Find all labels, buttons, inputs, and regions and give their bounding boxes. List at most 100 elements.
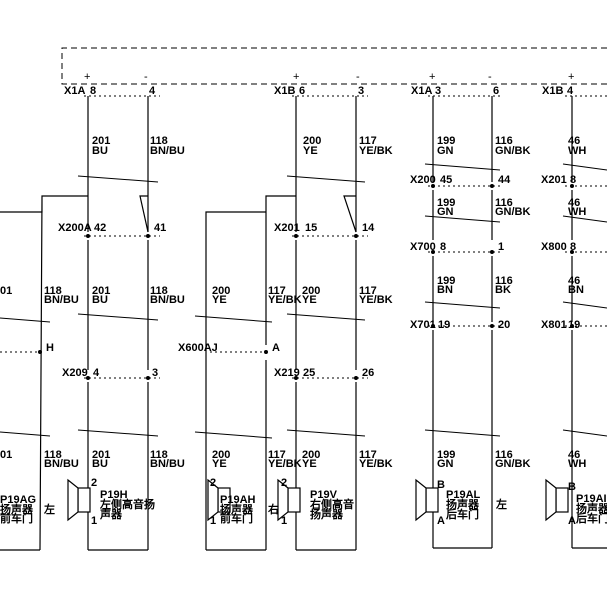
wire-number: 117	[359, 135, 377, 147]
wire	[87, 96, 573, 232]
connector-label: X201	[274, 222, 300, 234]
speaker-name: 后车门	[446, 507, 479, 521]
wire-color: YE	[212, 458, 227, 470]
branch-loop	[0, 195, 149, 551]
wire-number: 116	[495, 275, 513, 287]
wire-color: YE/BK	[359, 294, 393, 306]
speaker-name: 扬声器	[446, 497, 480, 511]
wire	[0, 360, 607, 551]
wire-number: 118	[150, 449, 168, 461]
speaker-icon	[415, 478, 439, 522]
pin-h-label: H	[46, 342, 54, 354]
connector-label: X800	[541, 241, 567, 253]
connector-pin: 25	[303, 367, 315, 379]
wire-number: 118	[150, 135, 168, 147]
wire-number: 46	[568, 197, 580, 209]
wire-number: 200	[212, 449, 230, 461]
top-conn-label: X1A	[411, 85, 432, 97]
speaker-name: 声器	[99, 507, 123, 521]
speaker-code: P19H	[100, 489, 128, 501]
wire-number: 117	[359, 285, 377, 297]
speaker-name: 扬声器	[576, 501, 607, 515]
speaker-name: 前车门	[0, 511, 33, 525]
wire-number: 200	[303, 135, 321, 147]
speaker-name: 前车门	[220, 511, 253, 525]
wire-color: YE/BK	[359, 145, 393, 157]
wire-color: GN/BK	[495, 145, 531, 157]
module-outline	[61, 47, 607, 85]
connector-pin: 15	[305, 222, 317, 234]
wire-color: YE	[303, 145, 318, 157]
wire-color: GN/BK	[495, 206, 531, 218]
top-conn-label: X1B	[274, 85, 295, 97]
connector-pin: 4	[93, 367, 100, 379]
connector-label: X200	[410, 174, 436, 186]
speaker-icon	[67, 478, 91, 522]
branch-loop	[205, 195, 357, 550]
connector-label: X200A	[58, 222, 92, 234]
wire-color: BU	[92, 294, 108, 306]
speaker-name: 左侧高音扬	[99, 497, 155, 511]
wire-number: 201	[92, 135, 110, 147]
wire-color: BN/BU	[150, 294, 185, 306]
wire-color: GN	[437, 206, 454, 218]
wire-number: 116	[495, 135, 513, 147]
wire-color: BN	[568, 284, 584, 296]
wire-color: GN/BK	[495, 458, 531, 470]
wire-number: 199	[437, 449, 455, 461]
connector-pin: A	[272, 342, 280, 354]
speaker-code: P19AH	[220, 494, 256, 506]
wire-number: 200	[212, 285, 230, 297]
speaker-name: 扬声器	[310, 507, 344, 521]
connector-pin: 45	[440, 174, 452, 186]
minus-sign: -	[356, 71, 360, 83]
wire-number: 118	[150, 285, 168, 297]
speaker-pin: B	[568, 481, 576, 493]
plus-sign: +	[84, 71, 90, 83]
wire-number: 116	[495, 449, 513, 461]
speaker-code: P19V	[310, 489, 338, 501]
wire-number: 200	[302, 285, 320, 297]
wire-number: 199	[437, 135, 455, 147]
speaker-pin: B	[437, 479, 445, 491]
connector-label: X219	[274, 367, 300, 379]
speaker-pin: A	[437, 515, 445, 527]
connector-label: X701	[410, 319, 436, 331]
twist-mark	[0, 163, 607, 439]
connector-pin: 8	[570, 241, 576, 253]
connector-pin: 20	[498, 319, 510, 331]
speaker-code: P19AL	[446, 489, 481, 501]
wire-number: 199	[437, 275, 455, 287]
speaker-icon	[207, 478, 231, 522]
wire-color: BN	[437, 284, 453, 296]
wire-color: BK	[495, 284, 511, 296]
top-pin: 6	[493, 85, 499, 97]
wire	[87, 240, 573, 548]
wire-color: YE/BK	[268, 294, 302, 306]
wire-color: YE/BK	[359, 458, 393, 470]
wire-number: 01	[0, 449, 12, 461]
wire-number: 201	[92, 449, 110, 461]
wire-color: BN/BU	[150, 458, 185, 470]
wire-number: 117	[268, 449, 286, 461]
wire-color: YE	[212, 294, 227, 306]
wire-number: 116	[495, 197, 513, 209]
speaker-side: 左	[43, 502, 55, 516]
connector-label: X201	[541, 174, 567, 186]
wire-number: 200	[302, 449, 320, 461]
speaker-pin: 1	[281, 515, 287, 527]
connector-label: X600AJ	[178, 342, 218, 354]
wire-color: BN/BU	[44, 294, 79, 306]
speaker-name: 扬声器	[220, 502, 254, 516]
wire-color: WH	[568, 145, 586, 157]
wire-number: 117	[359, 449, 377, 461]
connector-pin: 1	[498, 241, 504, 253]
plus-sign: +	[568, 71, 574, 83]
wire-number: 46	[568, 135, 580, 147]
connector-terminals	[38, 184, 574, 380]
speaker-pin: 1	[91, 515, 97, 527]
top-conn-label: X1B	[542, 85, 563, 97]
connector-pin: 19	[438, 319, 450, 331]
connector-pin: 19	[568, 319, 580, 331]
